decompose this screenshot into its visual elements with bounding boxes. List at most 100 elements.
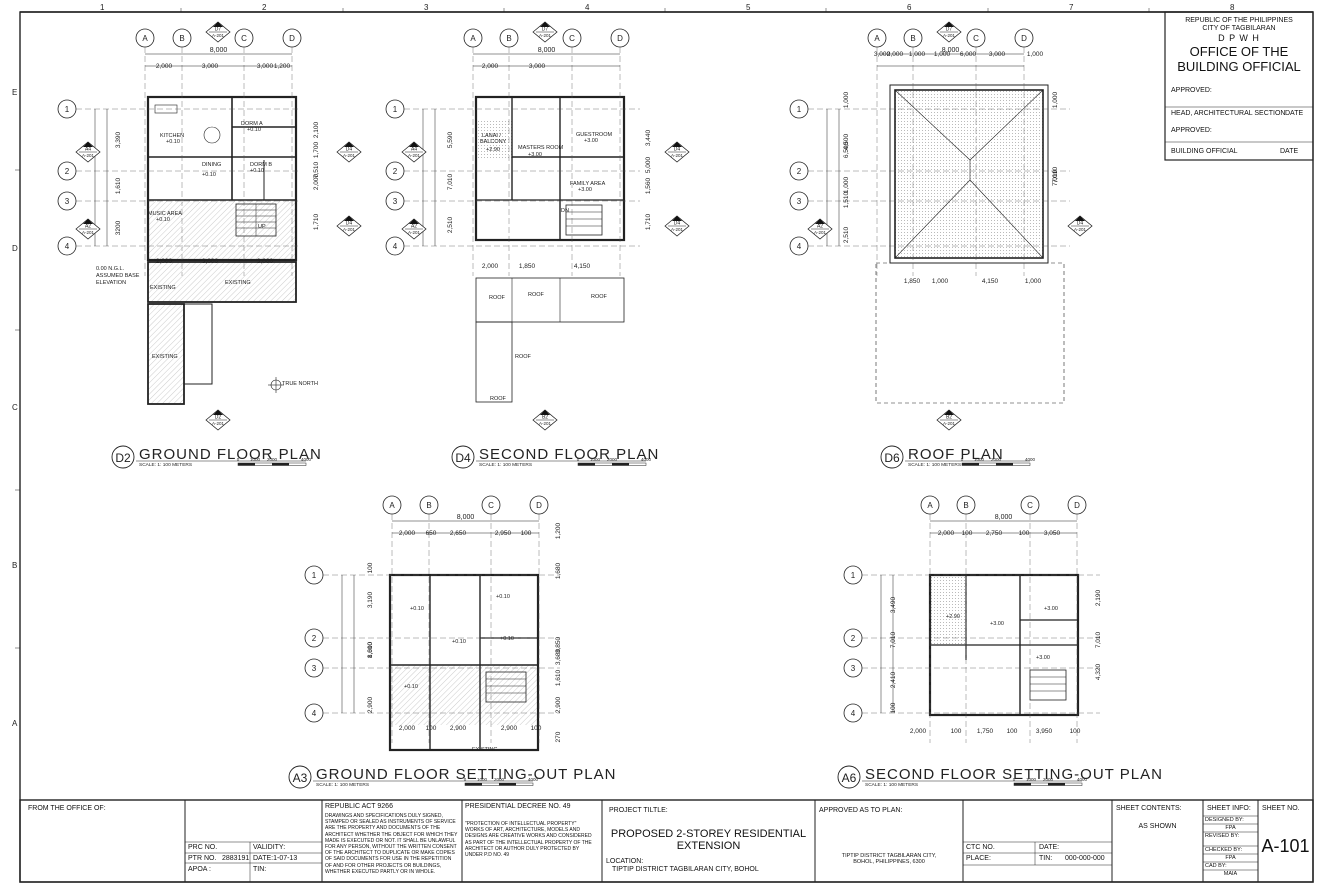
tb-tin: TIN: [1039, 855, 1053, 862]
gso-axis-row-1-label: 1 [312, 571, 317, 580]
sso-dim-top: 100 [962, 530, 973, 537]
roof-b-dim-top: 1,850 [904, 278, 921, 285]
sso-axis-row-2-label: 2 [851, 634, 856, 643]
gso-dim-side: 3,190 [367, 591, 374, 608]
gf-title-sb1: 1000 [250, 457, 261, 462]
gf-b-dim-top: 2,000 [156, 258, 173, 265]
gf-axis-col-c [234, 28, 254, 48]
tb-validity: VALIDITY: [253, 844, 286, 851]
grid-col-4: 4 [585, 3, 590, 12]
sf-dim-side: 3,440 [645, 129, 652, 146]
roof-title-sb2: 2000 [991, 457, 1002, 462]
gf-sec-d4-id: D4 [346, 147, 353, 153]
gso-axis-row-3 [304, 658, 324, 678]
gf-sec-d7-top-sheet: A-201 [212, 33, 225, 38]
sso-axis-col-c-label: C [1027, 501, 1033, 510]
sso-dim-side: 2,190 [1095, 589, 1102, 606]
roof-dim-side: 1,000 [1052, 91, 1059, 108]
sf-sec-d4-id: D4 [674, 147, 681, 153]
ra-line: FOR ANY PERSON, WITHOUT THE WRITTEN CONS… [325, 844, 457, 851]
roof-dim-side: 1,000 [843, 91, 850, 108]
roof-dim-top: 3,000 [989, 51, 1006, 58]
sf-dim-side: 1,710 [645, 213, 652, 230]
gso-axis-col-a [382, 495, 402, 515]
sso-b-dim-top: 100 [951, 728, 962, 735]
approval-dpwh: D P W H [1218, 33, 1260, 43]
sf-axis-col-c [562, 28, 582, 48]
grid-col-7: 7 [1069, 3, 1074, 12]
sso-b-dim-top: 3,950 [1036, 728, 1053, 735]
roof-axis-row-1 [789, 99, 809, 119]
sso-dim-top: 100 [1019, 530, 1030, 537]
gso-axis-col-b-label: B [426, 501, 431, 510]
gso-title-sb3: 4000 [528, 777, 539, 782]
sso-title-text: SECOND FLOOR SETTING-OUT PLAN [865, 766, 1163, 783]
sf-axis-row-3 [385, 191, 405, 211]
roof-axis-row-1-label: 1 [797, 105, 802, 114]
gf-axis-row-2-label: 2 [65, 167, 70, 176]
sso-axis-col-a [920, 495, 940, 515]
tb-apoa: APOA : [188, 866, 211, 873]
gf-sec-d2-sheet: A-201 [212, 421, 225, 426]
roof-b-dim-top: 1,000 [1025, 278, 1042, 285]
roof-dim-side: 6,500 [843, 141, 850, 158]
roof-title-sb0: 0 [961, 457, 964, 462]
tb-place: PLACE: [966, 855, 991, 862]
gf-axis-row-4-label: 4 [65, 242, 70, 251]
gf-axis-col-d [282, 28, 302, 48]
sf-title-bubble [451, 445, 475, 469]
tb-project-title-2: EXTENSION [676, 840, 741, 852]
roof-dim-top: 1,000 [934, 51, 951, 58]
gf-sec-d4-sheet: A-201 [343, 153, 356, 158]
ra-line: WHETHER EXECUTED PARTLY OR IN WHOLE. [325, 868, 436, 875]
sf-dim-total: 8,000 [538, 47, 556, 54]
sf-sec-a4-sheet: A-201 [408, 153, 421, 158]
gso-dim-top: 650 [426, 530, 437, 537]
sso-axis-col-b [956, 495, 976, 515]
sf-sec-b2-id: B2 [542, 415, 548, 421]
sso-dim-side: 4,320 [1095, 663, 1102, 680]
roof-sec-b2-sheet: A-201 [943, 421, 956, 426]
roof-title-text: ROOF PLAN [908, 446, 1004, 463]
gso-el-2: +0.10 [496, 594, 510, 600]
gf-title-num: D2 [115, 451, 131, 465]
roof-axis-row-4-label: 4 [797, 242, 802, 251]
gso-b-dim-top: 100 [426, 725, 437, 732]
tb-date-2: DATE: [1039, 844, 1060, 851]
grid-col-8: 8 [1230, 3, 1235, 12]
approval-building-official: BUILDING OFFICIAL [1171, 148, 1238, 155]
tb-project-title-1: PROPOSED 2-STOREY RESIDENTIAL [610, 828, 807, 840]
grid-col-1: 1 [100, 3, 105, 12]
second-setout-plan: +2.90 +3.00 +3.00 +3.00 [928, 573, 1080, 717]
grid-col-2: 2 [262, 3, 267, 12]
tb-revised-by: REVISED BY: [1205, 833, 1240, 839]
sf-sec-d7-top-id: D7 [542, 27, 549, 33]
roof-title-bubble [880, 445, 904, 469]
tb-checked-val: FPA [1225, 855, 1236, 861]
gf-existing-1: EXISTING [150, 285, 176, 291]
gf-dim-side: 2,100 [313, 121, 320, 138]
ra-line: STAMPED OR SEALED AS INSTRUMENTS OF SERV… [325, 819, 456, 826]
gf-b-dim-top: 3,000 [257, 258, 274, 265]
sf-axis-row-2 [385, 161, 405, 181]
sso-axis-col-b-label: B [963, 501, 968, 510]
approval-date-2: DATE [1280, 148, 1299, 155]
approval-approved-2: APPROVED: [1171, 127, 1212, 134]
roof-sec-b2-id: B2 [946, 415, 952, 421]
gf-dim-side: 1,700 [313, 141, 320, 158]
gso-dim-top: 2,650 [450, 530, 467, 537]
room-music-el: +0.10 [156, 217, 170, 223]
second-floor-plan: LANAI / BALCONY +2.90 MASTERS ROOM +3.00… [474, 95, 626, 403]
sf-roof-4: ROOF [515, 354, 532, 360]
gso-dim-side: 3,680 [555, 648, 562, 665]
sf-roof-3: ROOF [591, 294, 608, 300]
gf-dim-total: 8,000 [210, 47, 228, 54]
sso-axis-col-d-label: D [1074, 501, 1080, 510]
sso-title-sb3: 4000 [1077, 777, 1088, 782]
gf-existing-2: EXISTING [225, 280, 251, 286]
tb-approved-addr-2: BOHOL, PHILIPPINES, 6300 [853, 859, 925, 865]
gf-dim-side: 3200 [115, 220, 122, 235]
grid-col-6: 6 [907, 3, 912, 12]
roof-sec-a2-id: A2 [817, 224, 823, 230]
